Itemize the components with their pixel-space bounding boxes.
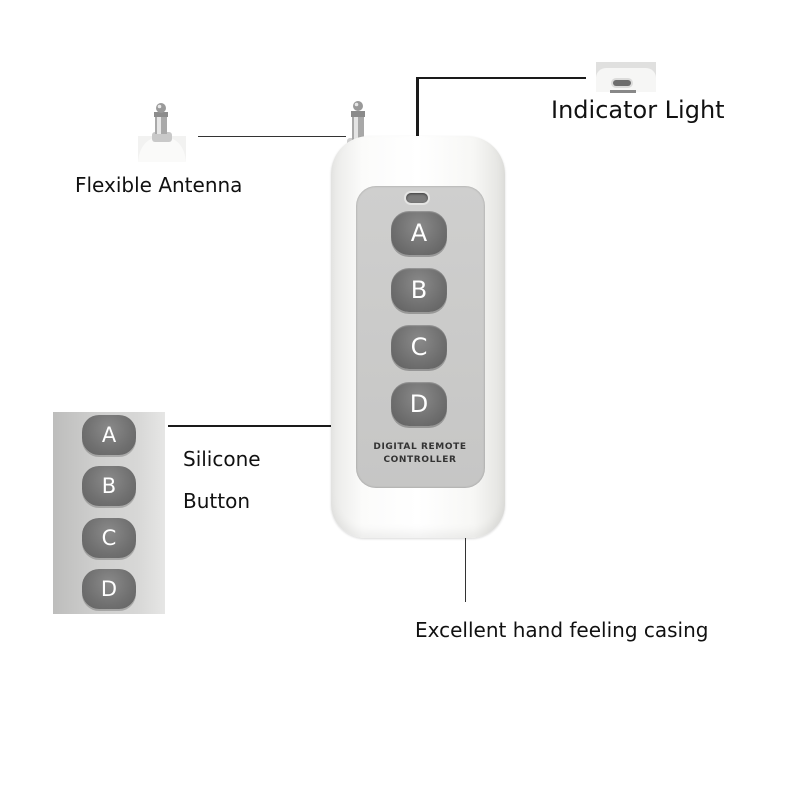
inset-button-c: C (82, 518, 136, 558)
antenna-inset-image (138, 103, 186, 162)
flexible-antenna-label: Flexible Antenna (75, 173, 243, 197)
indicator-inset-image (596, 62, 656, 93)
remote-brand-line1: DIGITAL REMOTE (373, 442, 467, 452)
indicator-leader-vertical (416, 77, 419, 185)
indicator-leader-horizontal (416, 77, 586, 79)
silicone-label-line2: Button (183, 489, 250, 513)
indicator-mini-light-icon (613, 80, 631, 86)
remote-button-c[interactable]: C (391, 325, 447, 369)
remote-button-b[interactable]: B (391, 268, 447, 312)
silicone-button-inset-image: A B C D (53, 412, 165, 614)
casing-leader (465, 532, 466, 602)
remote-button-d[interactable]: D (391, 382, 447, 426)
indicator-light-label: Indicator Light (551, 96, 725, 124)
silicone-label-line1: Silicone (183, 447, 261, 471)
antenna-leader (198, 136, 346, 137)
remote-button-a[interactable]: A (391, 211, 447, 255)
remote-brand-line2: CONTROLLER (383, 455, 457, 465)
inset-button-b: B (82, 466, 136, 506)
indicator-light-icon (406, 193, 428, 203)
inset-button-d: D (82, 569, 136, 609)
inset-button-a: A (82, 415, 136, 455)
casing-label: Excellent hand feeling casing (415, 618, 709, 642)
silicone-leader (168, 425, 380, 427)
